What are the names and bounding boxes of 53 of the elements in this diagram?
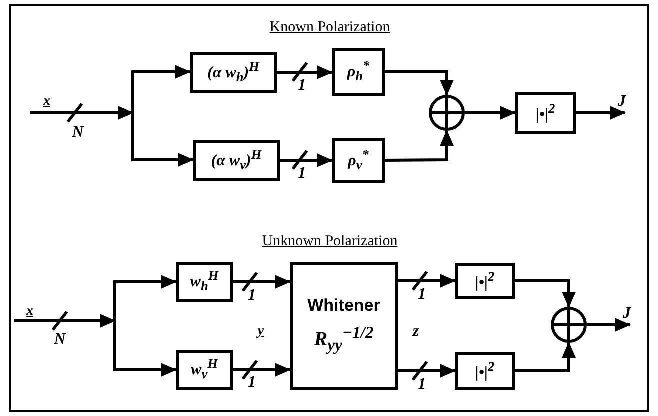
whitener-block (290, 262, 398, 390)
process-box (193, 140, 280, 181)
signal-arrow (277, 66, 333, 80)
signal-arrow (515, 280, 576, 308)
signal-label: 1 (248, 287, 256, 305)
signal-arrow (132, 113, 194, 167)
signal-arrow (576, 106, 626, 120)
summing-junction (551, 307, 587, 343)
section-title: Unknown Polarization (262, 234, 398, 250)
signal-arrow (233, 363, 291, 377)
signal-arrow (132, 65, 191, 113)
process-box (455, 263, 515, 299)
signal-arrow (398, 364, 456, 378)
block-label: (α w$_{h}$)$^{H}$ (208, 60, 260, 86)
signal-arrow (280, 154, 333, 168)
block-label: |•|$^{2}$ (475, 360, 495, 382)
signal-label: 1 (418, 376, 426, 394)
signal-label: 1 (248, 374, 256, 392)
signal-label: y (258, 324, 264, 340)
process-box (176, 350, 233, 390)
process-box (332, 48, 385, 96)
signal-label: x (26, 304, 34, 320)
block-title: Whitener (308, 297, 380, 316)
signal-arrow (384, 130, 454, 162)
signal-label: N (54, 331, 66, 349)
signal-label: x (44, 94, 50, 110)
signal-arrow (385, 70, 454, 96)
section-title: Known Polarization (270, 20, 390, 36)
signal-arrow (515, 342, 576, 372)
signal-label: N (72, 124, 84, 142)
signal-label: 1 (298, 77, 306, 95)
block-label: (α w$_{v}$)$^{H}$ (211, 148, 262, 174)
process-box (455, 352, 515, 390)
signal-arrow (114, 275, 177, 321)
signal-label: 1 (418, 286, 426, 304)
block-label: |•|$^{2}$ (475, 270, 495, 292)
signal-arrow (14, 314, 116, 328)
signal-label: z (412, 323, 420, 341)
signal-label: 1 (298, 165, 306, 183)
signal-arrow (587, 318, 631, 332)
process-box (176, 262, 233, 302)
signal-arrow (233, 275, 291, 289)
signal-arrow (30, 106, 134, 120)
signal-arrow (114, 321, 177, 377)
signal-arrow (398, 274, 456, 288)
process-box (332, 138, 385, 183)
signal-arrow (465, 106, 516, 120)
process-box (190, 52, 277, 93)
process-box (515, 92, 576, 134)
block-label: |•|$^{2}$ (536, 102, 556, 124)
edge-label: J (623, 305, 631, 323)
summing-junction (429, 95, 465, 131)
edge-label: J (618, 93, 626, 111)
